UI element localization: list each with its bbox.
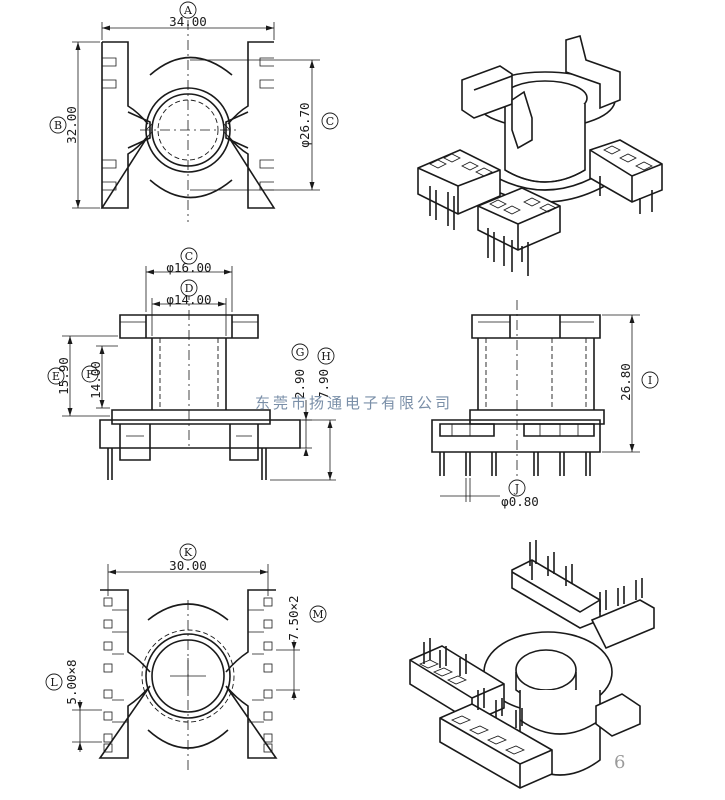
isometric-view-upper — [417, 35, 663, 276]
front-view: C φ16.00 D φ14.00 E 15.90 F 14.00 G 2.90 — [47, 247, 336, 481]
dim-f-label: F — [86, 368, 94, 381]
dim-a-label: A — [183, 4, 193, 17]
dim-a-value: 34.00 — [169, 14, 207, 29]
bottom-view: K 30.00 L 5.00×8 M 7.50×2 — [45, 543, 327, 770]
dim-h-label: H — [321, 350, 331, 363]
page-number: 6 — [614, 752, 625, 773]
dim-h-value: 7.90 — [316, 369, 331, 399]
dim-e-label: E — [52, 370, 60, 383]
dim-g-label: G — [296, 346, 305, 359]
side-view: I 26.80 J φ0.80 — [431, 300, 659, 509]
dim-c-side-value: φ16.00 — [166, 260, 211, 275]
dim-d-value: φ14.00 — [166, 292, 211, 307]
dim-d-label: D — [185, 282, 194, 295]
isometric-view-lower — [409, 540, 655, 789]
dim-m-label: M — [312, 608, 323, 621]
dim-l-label: L — [50, 676, 58, 689]
dim-c-top-value: φ26.70 — [297, 102, 312, 147]
dim-l-value: 5.00×8 — [64, 659, 79, 704]
dim-b-value: 32.00 — [64, 106, 79, 144]
top-view: A 34.00 B 32.00 C φ26.70 — [49, 1, 339, 222]
dim-g-value: 2.90 — [292, 369, 307, 399]
dim-k-label: K — [184, 546, 193, 559]
dim-m-value: 7.50×2 — [286, 595, 301, 640]
dim-c-top-label: C — [326, 115, 334, 128]
watermark-text: 东莞市扬通电子有限公司 — [255, 394, 453, 412]
dim-f-value: 14.00 — [88, 361, 103, 399]
dim-j-value: φ0.80 — [501, 494, 539, 509]
dim-c-side-label: C — [185, 250, 193, 263]
dim-i-value: 26.80 — [618, 363, 633, 401]
dim-k-value: 30.00 — [169, 558, 207, 573]
dim-e-value: 15.90 — [56, 357, 71, 395]
dim-b-label: B — [54, 119, 62, 132]
dim-i-label: I — [648, 374, 652, 387]
dim-j-label: J — [514, 482, 519, 495]
